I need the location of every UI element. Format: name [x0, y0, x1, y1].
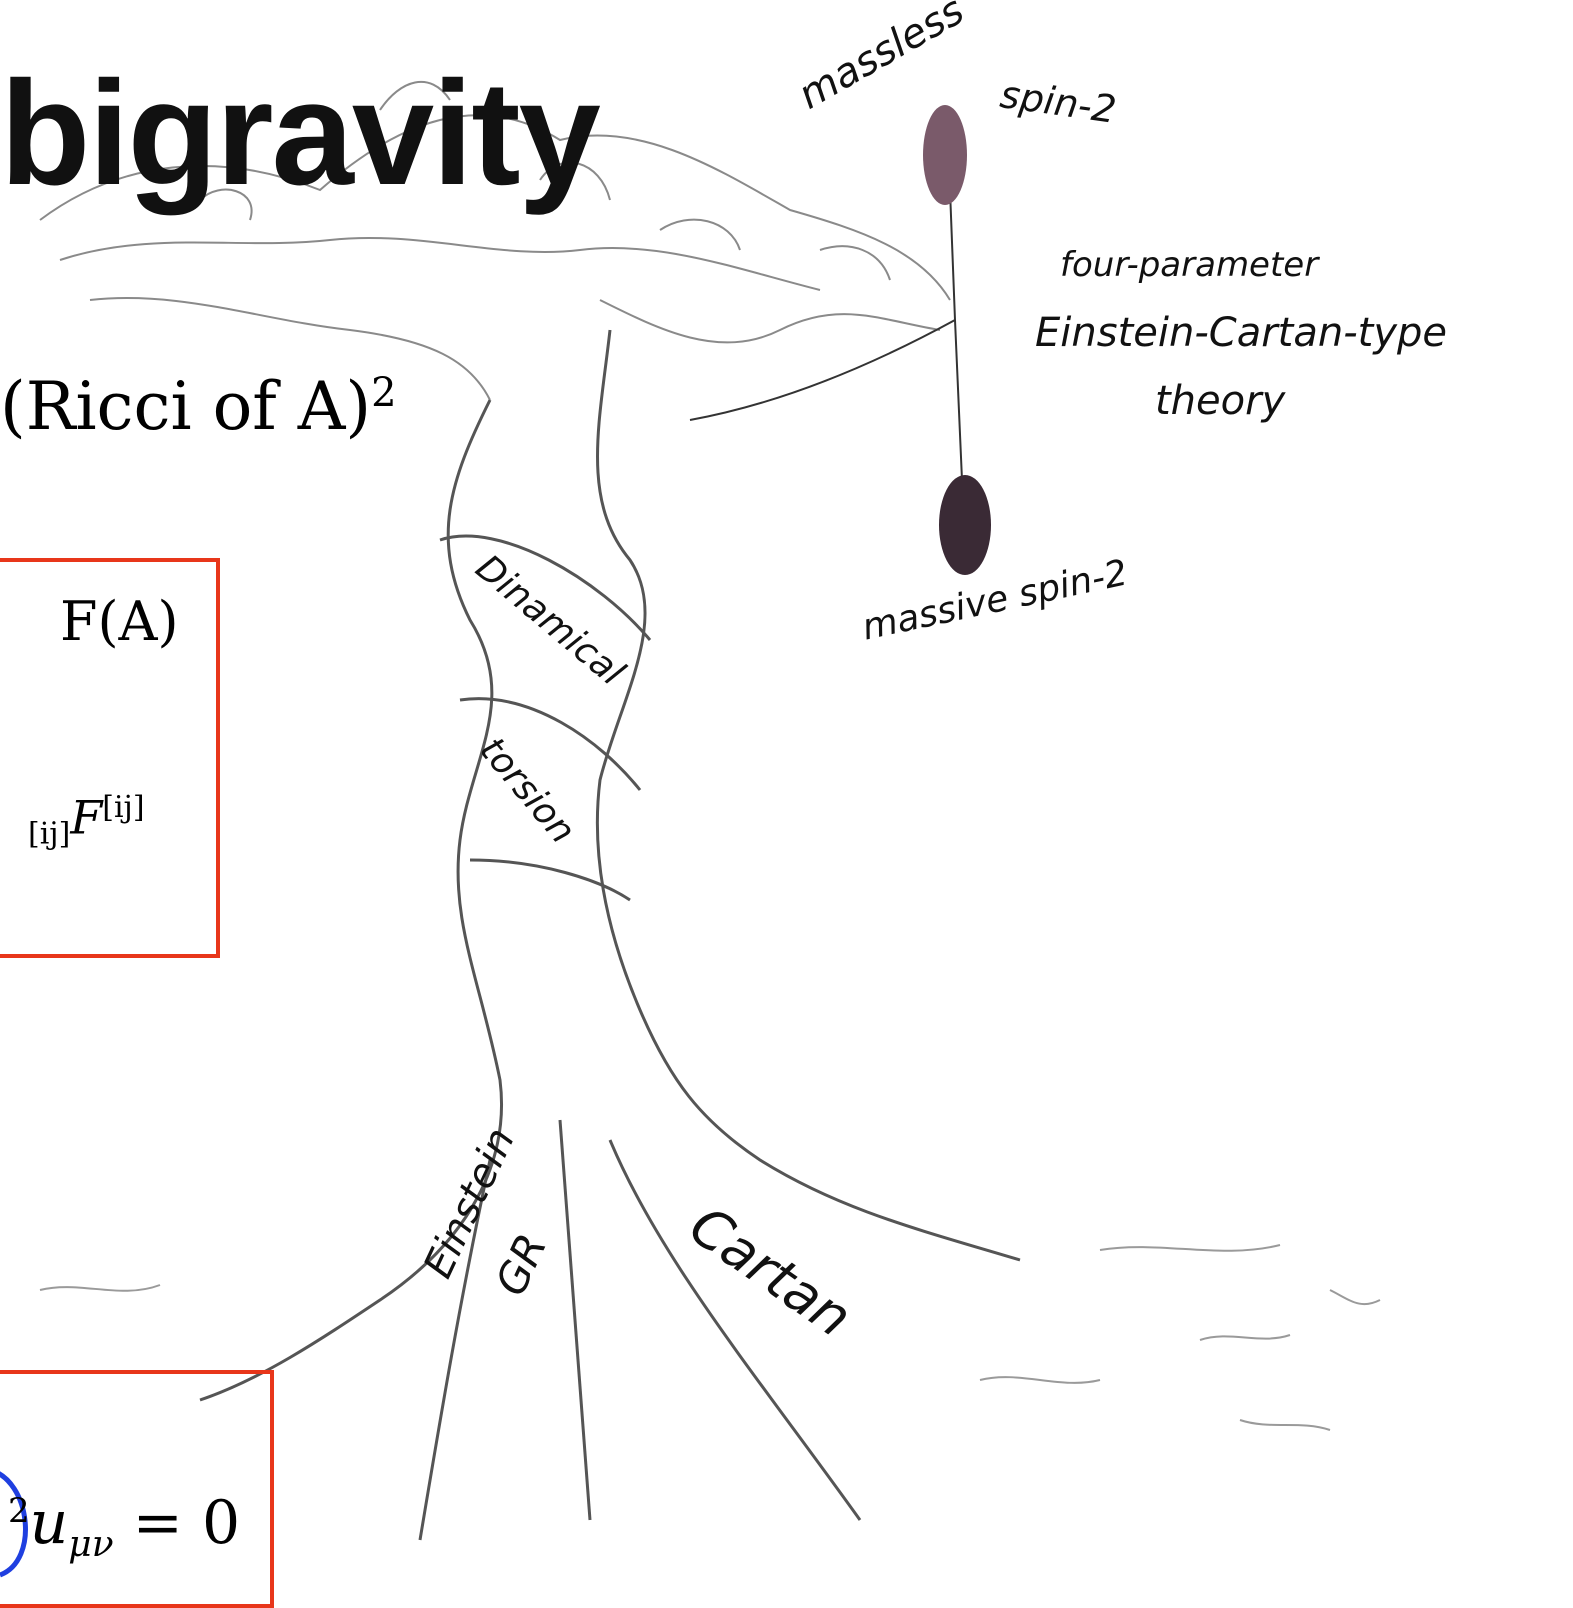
tree-trunk	[200, 330, 1020, 1540]
field-eq-sub: μν	[68, 1524, 113, 1565]
massive-pod-icon	[939, 475, 991, 575]
field-eq-power: 2	[8, 1491, 30, 1531]
page-title: bigravity	[0, 60, 599, 208]
f-contraction-sub: [ij]	[28, 817, 70, 852]
label-four-parameter: four-parameter	[1060, 245, 1318, 285]
field-eq-var: u	[30, 1488, 69, 1558]
f-of-a: F(A)	[60, 590, 179, 653]
label-einstein-cartan-type: Einstein-Cartan-type	[1035, 310, 1447, 356]
ricci-expression: (Ricci of A)2	[0, 368, 397, 445]
field-eq-rhs: = 0	[114, 1488, 241, 1558]
ricci-text: (Ricci of A)	[0, 368, 371, 445]
massless-pod-icon	[923, 105, 967, 205]
ricci-power: 2	[371, 370, 396, 416]
f-contraction: [ij]F[ij]	[28, 790, 145, 852]
f-contraction-letter: F	[70, 790, 102, 844]
f-contraction-sup: [ij]	[102, 790, 144, 825]
field-equation: 2uμν = 0	[8, 1488, 240, 1565]
label-theory: theory	[1155, 378, 1285, 424]
